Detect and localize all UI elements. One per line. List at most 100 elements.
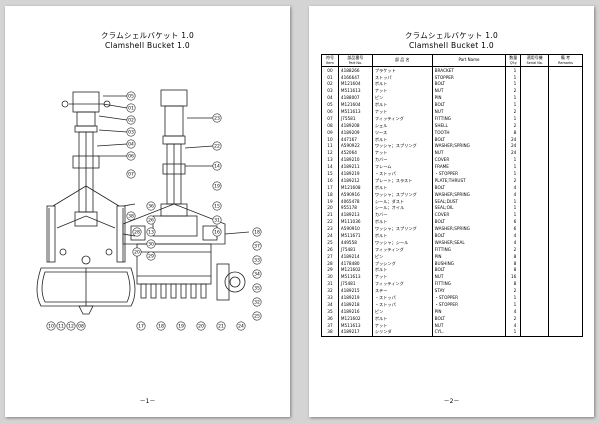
cell-qty: 4 [505, 321, 522, 329]
cell-name-jp: ボルト [371, 184, 433, 192]
cell-part-no: 955178 [337, 204, 373, 212]
callout-number: 02 [128, 118, 134, 124]
cell-part-no: 4189208 [337, 122, 373, 130]
callout-circle [126, 211, 136, 221]
callout-number: 14 [214, 164, 220, 170]
cell-remarks [548, 294, 583, 302]
cell-serial [520, 328, 550, 337]
callout-circle [212, 201, 222, 211]
cell-item: 16 [321, 177, 339, 185]
callout-number: 35 [254, 286, 260, 292]
callout-bubble: 12 [66, 321, 76, 331]
cell-item: 29 [321, 266, 339, 274]
cell-remarks [548, 315, 583, 322]
cell-qty: 4 [505, 239, 522, 247]
cell-item: 25 [321, 239, 339, 247]
cell-serial [520, 259, 550, 267]
callout-bubble: 06 [126, 151, 136, 161]
cell-serial [520, 287, 550, 295]
cell-qty: 24 [505, 142, 522, 150]
callout-bubble: 36 [146, 201, 156, 211]
cell-serial [520, 273, 550, 281]
cell-remarks [548, 259, 583, 267]
cell-serial [520, 80, 550, 88]
callout-circle [146, 239, 156, 249]
cell-qty: 1 [505, 73, 522, 81]
callout-bubble: 18 [252, 227, 262, 237]
cell-name-jp: ボルト [371, 80, 433, 88]
callout-bubble: 29 [146, 251, 156, 261]
cell-part-name: FITTING [431, 115, 507, 123]
callout-number: 25 [254, 314, 260, 320]
callout-bubble: 34 [252, 269, 262, 279]
callout-number: 31 [214, 218, 220, 224]
cell-remarks [548, 101, 583, 109]
cell-qty: 8 [505, 259, 522, 267]
callout-bubble: 21 [216, 321, 226, 331]
callout-number: 30 [148, 242, 154, 248]
cell-qty: 1 [505, 94, 522, 102]
cell-serial [520, 170, 550, 178]
cell-part-no: 4189217 [337, 328, 373, 337]
callout-number: 33 [254, 258, 260, 264]
cell-qty: 4 [505, 232, 522, 240]
cell-item: 18 [321, 191, 339, 198]
cell-part-no: J75481 [337, 246, 373, 254]
cell-qty: 6 [505, 225, 522, 233]
cell-remarks [548, 246, 583, 254]
cell-item: 11 [321, 142, 339, 150]
cell-name-jp: シール；オイル [371, 204, 433, 212]
cell-part-name: TOOTH [431, 129, 507, 136]
cell-part-no: 4166647 [337, 73, 373, 81]
cell-remarks [548, 129, 583, 136]
callout-number: 10 [48, 324, 54, 330]
cell-qty: 8 [505, 253, 522, 260]
cell-qty: 8 [505, 129, 522, 136]
cell-remarks [548, 156, 583, 164]
callout-number: 13 [148, 230, 154, 236]
callout-bubble: 24 [236, 321, 246, 331]
cell-qty: 4 [505, 308, 522, 316]
cell-part-no: J75481 [337, 280, 373, 288]
cell-qty: 8 [505, 280, 522, 288]
cell-remarks [548, 253, 583, 260]
cell-item: 14 [321, 163, 339, 171]
callout-circle [212, 161, 222, 171]
callout-circle [252, 269, 262, 279]
cell-remarks [548, 94, 583, 102]
callout-bubble: 23 [212, 113, 222, 123]
callout-number: 15 [214, 204, 220, 210]
callout-bubble: 04 [126, 139, 136, 149]
callout-bubble: 08 [76, 321, 86, 331]
callout-number: 22 [214, 144, 220, 150]
cell-part-name: WASHER;SPRING [431, 225, 507, 233]
callout-bubble: 14 [212, 161, 222, 171]
cell-name-jp: ナット [371, 321, 433, 329]
callout-circle [126, 139, 136, 149]
cell-remarks [548, 301, 583, 309]
callout-number: 18 [158, 324, 164, 330]
callout-number: 28 [134, 230, 140, 236]
callout-circle [46, 321, 56, 331]
cell-part-name: COVER [431, 211, 507, 219]
cell-part-no: 449558 [337, 239, 373, 247]
callout-bubble: 15 [212, 201, 222, 211]
callout-circle [126, 115, 136, 125]
cell-part-no: 4189219 [337, 294, 373, 302]
cell-item: 02 [321, 80, 339, 88]
cell-qty: 1 [505, 156, 522, 164]
cell-name-jp: ・ストッパ [371, 301, 433, 309]
cell-qty: 8 [505, 266, 522, 274]
callout-bubble: 10 [46, 321, 56, 331]
cell-serial [520, 301, 550, 309]
cell-qty: 2 [505, 122, 522, 130]
